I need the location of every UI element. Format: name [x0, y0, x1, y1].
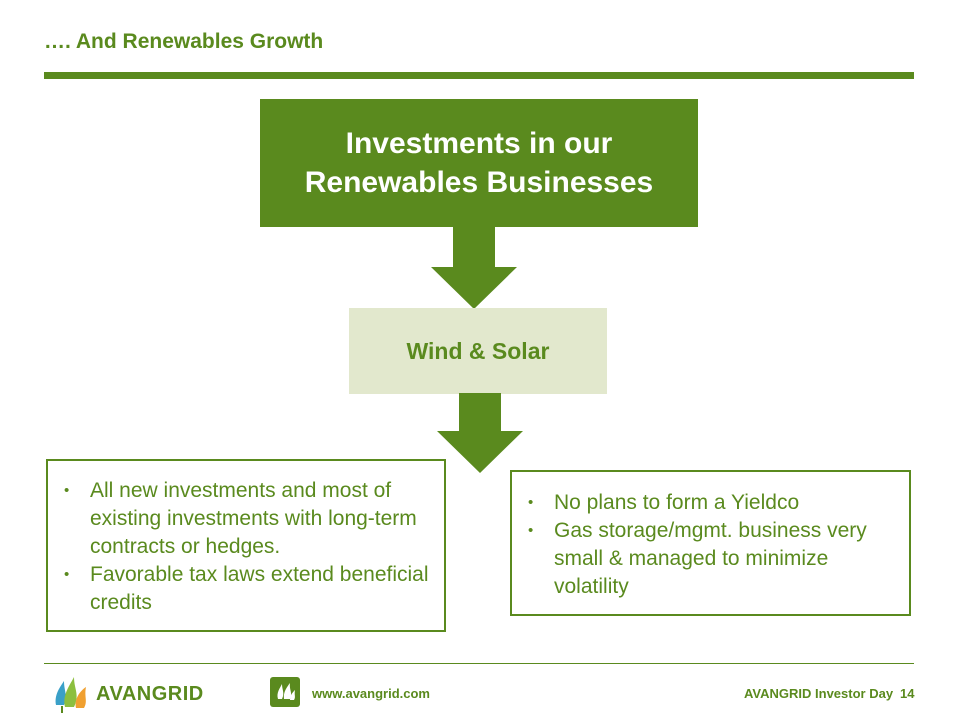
- bullet-icon: •: [64, 566, 70, 583]
- slide-title: …. And Renewables Growth: [44, 30, 324, 53]
- investments-box-line1: Investments in our: [345, 127, 613, 160]
- bullet-text: Favorable tax laws extend beneficial cre…: [90, 563, 429, 614]
- footer-divider: [44, 663, 914, 664]
- list-item: • Favorable tax laws extend beneficial c…: [58, 561, 434, 617]
- investments-box-line2: Renewables Businesses: [304, 166, 654, 199]
- left-bullet-box: • All new investments and most of existi…: [46, 459, 446, 632]
- website-link[interactable]: www.avangrid.com: [312, 686, 430, 701]
- investments-box: Investments in our Renewables Businesses: [260, 99, 698, 227]
- bullet-icon: •: [528, 494, 534, 511]
- down-arrow-icon: [431, 227, 517, 309]
- bullet-icon: •: [528, 522, 534, 539]
- list-item: • Gas storage/mgmt. business very small …: [522, 517, 899, 601]
- wind-solar-box: Wind & Solar: [349, 308, 607, 394]
- renewables-badge-icon: [270, 677, 300, 707]
- title-divider: [44, 72, 914, 79]
- down-arrow-icon: [437, 393, 523, 473]
- page-number: 14: [900, 686, 915, 701]
- bullet-text: All new investments and most of existing…: [90, 479, 417, 558]
- avangrid-logo: AVANGRID: [52, 675, 204, 713]
- bullet-text: No plans to form a Yieldco: [554, 491, 800, 514]
- list-item: • No plans to form a Yieldco: [522, 489, 899, 517]
- list-item: • All new investments and most of existi…: [58, 477, 434, 561]
- avangrid-flame-logo-icon: [55, 677, 86, 713]
- bullet-icon: •: [64, 482, 70, 499]
- event-name: AVANGRID Investor Day: [744, 686, 894, 701]
- bullet-text: Gas storage/mgmt. business very small & …: [554, 519, 867, 598]
- right-bullet-box: • No plans to form a Yieldco • Gas stora…: [510, 470, 911, 616]
- logo-text: AVANGRID: [96, 682, 204, 705]
